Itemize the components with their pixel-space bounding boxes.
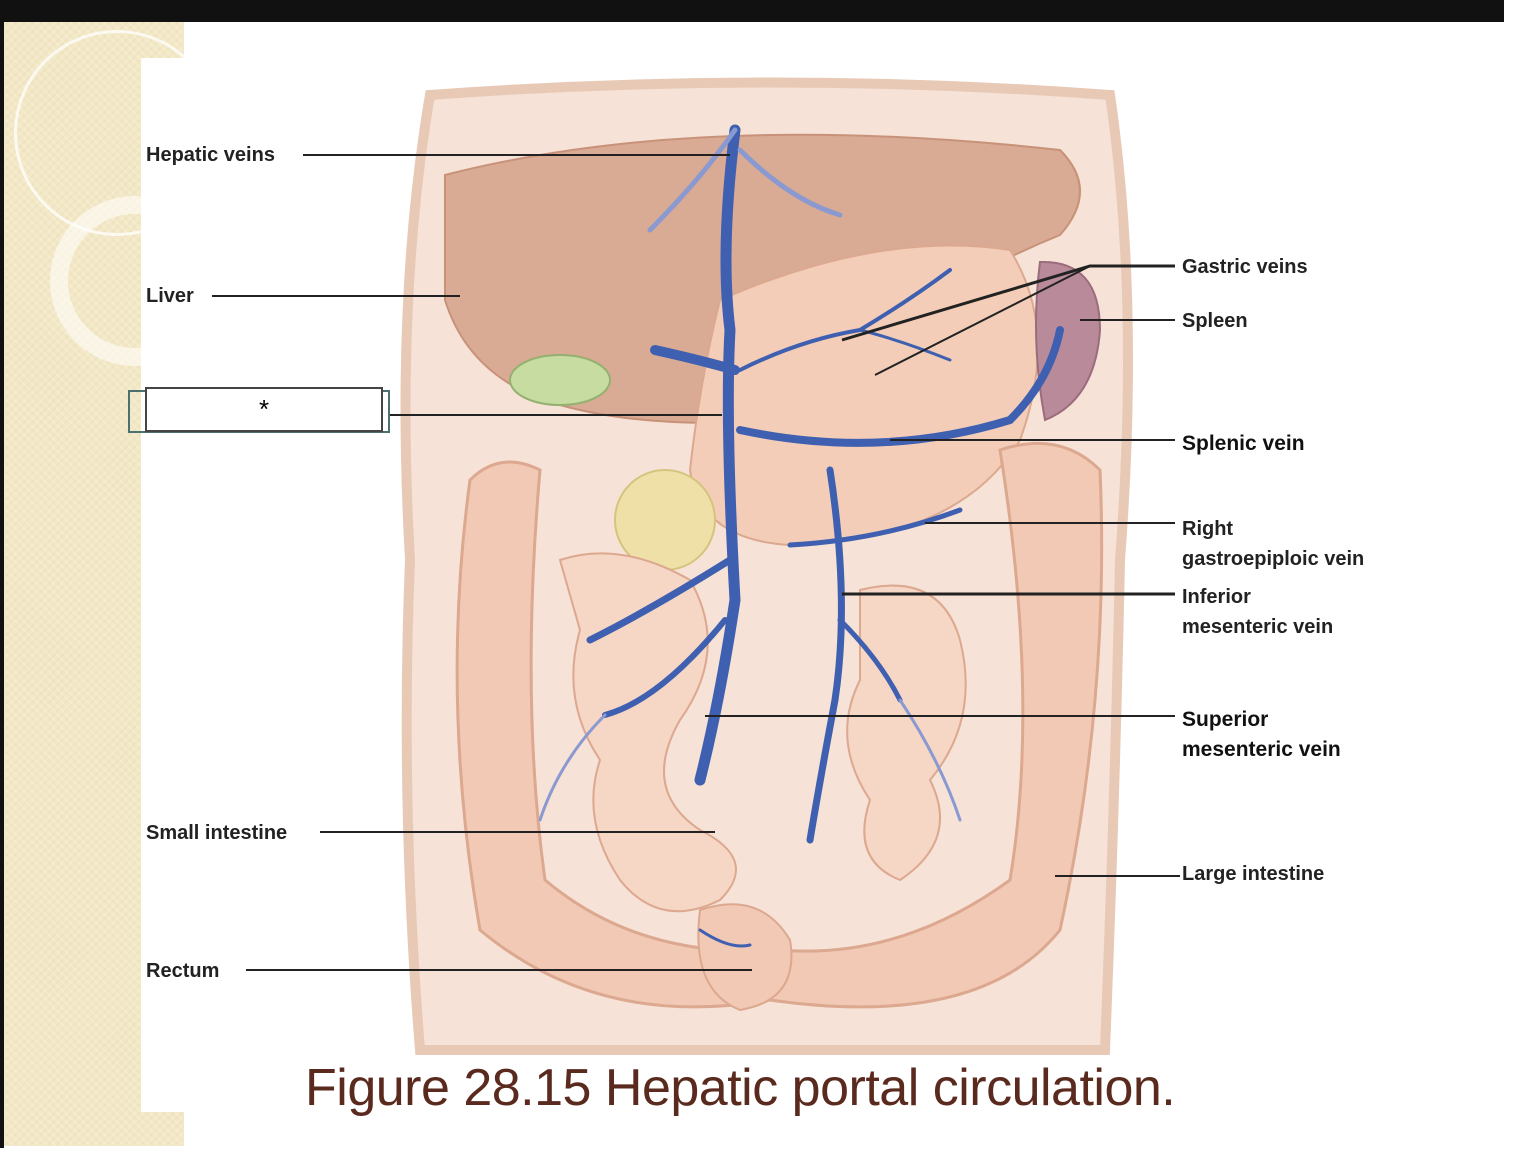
window-left-edge: [0, 0, 4, 1148]
inferior-mesenteric-vein-branch: [837, 617, 903, 703]
pancreas: [614, 469, 716, 571]
hepatic-vein-branch: [647, 127, 738, 233]
portal-vein-to-liver: [650, 345, 740, 375]
intestinal-vein-branch: [898, 698, 962, 822]
hepatic-vein-branch: [737, 147, 843, 218]
label-gastric-veins: Gastric veins: [1182, 256, 1308, 278]
label-right-gastroepiploic-2: gastroepiploic vein: [1182, 548, 1365, 570]
gallbladder: [509, 354, 611, 406]
label-hepatic-veins: Hepatic veins: [146, 144, 275, 166]
answer-box[interactable]: *: [145, 387, 383, 432]
right-gastroepiploic-vein: [787, 507, 963, 548]
leader-gastric-veins-2: [874, 265, 1091, 376]
label-inferior-mesenteric-1: Inferior: [1182, 586, 1251, 608]
leader-lines: [212, 154, 1180, 971]
figure-caption: Figure 28.15 Hepatic portal circulation.: [305, 1059, 1176, 1117]
label-large-intestine: Large intestine: [1182, 863, 1325, 885]
large-intestine: [455, 441, 1104, 1009]
superior-mesenteric-vein-branch: [586, 556, 734, 644]
small-intestine: [558, 552, 737, 913]
label-inferior-mesenteric-2: mesenteric vein: [1182, 616, 1334, 638]
spleen: [1035, 260, 1102, 422]
window-top-bar: [0, 0, 1504, 22]
label-right-gastroepiploic-1: Right: [1182, 518, 1234, 540]
portal-venous-system: [538, 124, 1064, 948]
superior-mesenteric-vein-branch: [602, 617, 728, 718]
label-rectum: Rectum: [146, 960, 220, 982]
label-superior-mesenteric-1: Superior: [1182, 708, 1269, 731]
splenic-vein: [736, 326, 1064, 447]
label-splenic-vein: Splenic vein: [1182, 432, 1305, 455]
label-superior-mesenteric-2: mesenteric vein: [1182, 738, 1341, 761]
rectal-vein-branch: [698, 928, 752, 948]
hepatic-portal-vein: [694, 124, 741, 786]
label-liver: Liver: [146, 285, 194, 307]
label-spleen: Spleen: [1182, 310, 1248, 332]
rectum: [697, 903, 793, 1012]
label-small-intestine: Small intestine: [146, 822, 288, 844]
stomach: [688, 244, 1039, 547]
intestinal-vein-branch: [538, 713, 607, 822]
